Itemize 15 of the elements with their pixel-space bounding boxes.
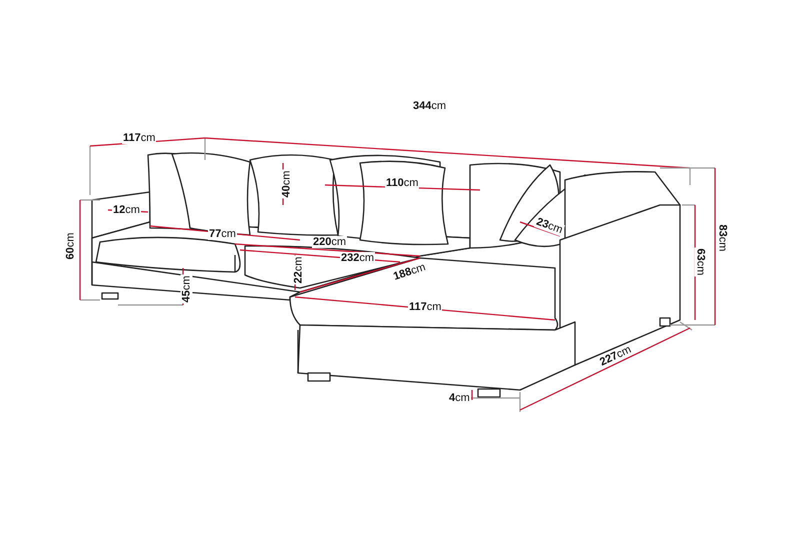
- dimension-label: 40cm: [280, 170, 292, 198]
- dimension-label: 110cm: [385, 177, 420, 189]
- dimension-label: 344cm: [412, 100, 448, 112]
- dimension-label: 12cm: [112, 204, 141, 216]
- dimension-label: 60cm: [64, 232, 76, 260]
- dimension-label: 232cm: [340, 252, 376, 264]
- dimension-label: 220cm: [312, 236, 348, 248]
- dimension-label: 63cm: [694, 248, 706, 276]
- dimension-label: 117cm: [122, 132, 156, 144]
- dimension-label: 4cm: [448, 392, 471, 404]
- dimension-label: 83cm: [716, 224, 728, 252]
- dimension-label: 77cm: [208, 228, 237, 240]
- dimension-label: 117cm: [408, 301, 442, 313]
- dimension-label: 45cm: [180, 274, 192, 304]
- dimension-label: 22cm: [292, 256, 304, 284]
